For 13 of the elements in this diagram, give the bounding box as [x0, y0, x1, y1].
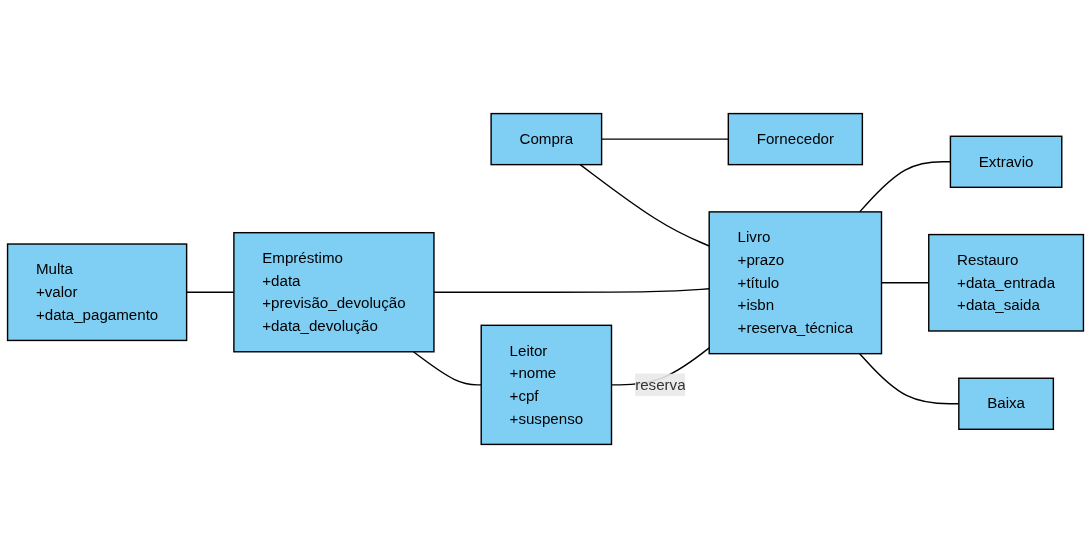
node-box: Fornecedor: [727, 112, 864, 166]
node-box: Leitor +nome +cpf +suspenso: [480, 324, 613, 446]
node-box: Empréstimo +data +previsão_devolução +data_devolução: [233, 232, 435, 353]
node-box: Compra: [490, 112, 603, 166]
node-box: Restauro +data_entrada +data_saida: [928, 233, 1085, 332]
edge-label: reserva: [635, 376, 686, 393]
node-box: Livro +prazo +título +isbn +reserva_técnica: [708, 211, 883, 355]
connector: [412, 351, 482, 386]
node-box: Extravio: [949, 135, 1063, 189]
connector: [579, 163, 710, 247]
node-box: Multa +valor +data_pagamento: [6, 243, 188, 342]
node-box: Baixa: [958, 377, 1055, 430]
connector: [433, 288, 710, 293]
